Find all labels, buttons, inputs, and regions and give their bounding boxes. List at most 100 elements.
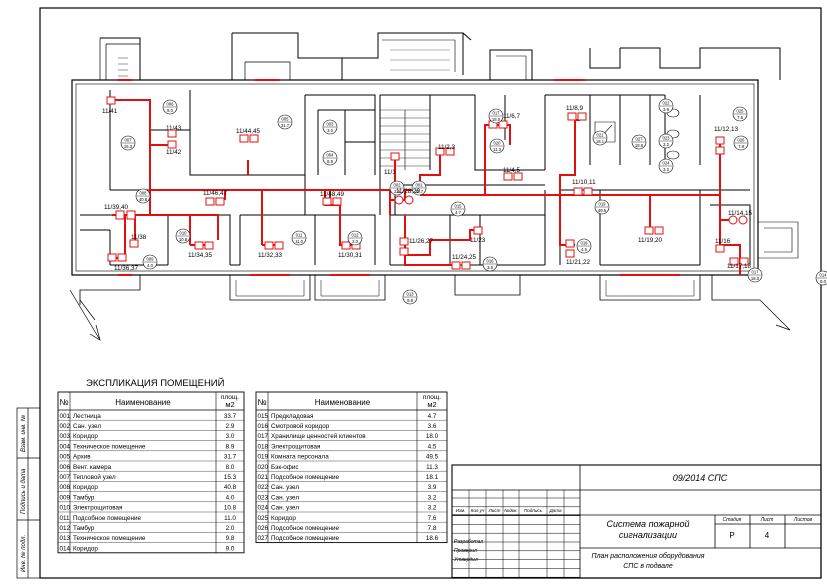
title-block bbox=[451, 464, 822, 579]
device-label: 11/14,15 bbox=[728, 210, 753, 217]
row-area: 10.8 bbox=[224, 505, 237, 512]
row-area: 7.8 bbox=[428, 525, 437, 532]
row-num: 024 bbox=[258, 505, 269, 512]
device-label: 11/44,45 bbox=[236, 128, 261, 135]
room-area: 7.8 bbox=[738, 144, 744, 149]
room-area: 3.6 bbox=[487, 265, 493, 270]
role-label: Проверил bbox=[454, 548, 477, 554]
header-area-1: площ. bbox=[221, 394, 239, 401]
room-area: 7.6 bbox=[737, 115, 743, 120]
row-num: 006 bbox=[60, 464, 71, 471]
room-area: 18.1 bbox=[596, 139, 605, 144]
room-number: 016 bbox=[487, 259, 495, 264]
role-label: Разработал bbox=[454, 539, 483, 545]
revision-header: Кол.уч bbox=[471, 508, 485, 513]
row-num: 019 bbox=[258, 454, 269, 461]
room-area: 3.9 bbox=[663, 107, 669, 112]
row-name: Архив bbox=[73, 454, 91, 461]
room-area: 3.2 bbox=[663, 167, 669, 172]
room-area: 3.2 bbox=[663, 142, 669, 147]
device-label: 11/1 bbox=[384, 169, 396, 176]
room-area: 18.6 bbox=[635, 143, 644, 148]
building-walls bbox=[69, 32, 799, 341]
room-number: 004 bbox=[327, 153, 335, 158]
device-label: 11/2,3 bbox=[438, 144, 456, 151]
row-area: 9.0 bbox=[226, 545, 235, 552]
row-name: Подсобное помещение bbox=[73, 514, 141, 522]
device-label: 11/42 bbox=[166, 149, 182, 156]
row-num: 012 bbox=[60, 525, 71, 532]
row-area: 3.9 bbox=[428, 484, 437, 491]
sheet-value: 4 bbox=[765, 531, 770, 540]
room-number: 002 bbox=[394, 183, 402, 188]
room-area: 18.0 bbox=[751, 276, 760, 281]
room-number: 012 bbox=[352, 233, 360, 238]
row-name: Техническое помещение bbox=[73, 535, 146, 542]
row-num: 020 bbox=[258, 464, 269, 471]
device-label: 11/26,27 bbox=[409, 238, 434, 245]
room-number: 011 bbox=[296, 233, 303, 238]
row-num: 022 bbox=[258, 484, 269, 491]
room-number: 019 bbox=[599, 202, 607, 207]
row-num: 005 bbox=[60, 454, 71, 461]
stage-value: Р bbox=[729, 531, 734, 540]
row-area: 40.8 bbox=[224, 484, 237, 491]
row-name: Коридор bbox=[73, 433, 98, 440]
room-number: 023 bbox=[663, 136, 671, 141]
device-label: 11/8,9 bbox=[566, 105, 584, 112]
room-number: 015 bbox=[455, 204, 463, 209]
room-number: 020 bbox=[494, 141, 502, 146]
row-num: 009 bbox=[60, 494, 71, 501]
room-number: 025 bbox=[737, 109, 745, 114]
row-name: Хранилище ценностей клиентов bbox=[271, 432, 366, 440]
room-area: 11.3 bbox=[493, 147, 502, 152]
row-name: Подсобное помещение bbox=[271, 524, 339, 532]
row-area: 4.5 bbox=[428, 443, 437, 450]
room-number: 018 bbox=[581, 241, 589, 246]
stage-header: Стадия bbox=[723, 517, 742, 523]
row-num: 013 bbox=[60, 535, 71, 542]
device-label: 11/17,18 bbox=[727, 263, 752, 270]
row-num: 010 bbox=[60, 505, 71, 512]
device-label: 11/32,33 bbox=[258, 252, 283, 259]
room-area: 3.0 bbox=[327, 128, 333, 133]
row-num: 003 bbox=[60, 433, 71, 440]
table-border bbox=[57, 391, 245, 554]
row-area: 3.2 bbox=[428, 505, 437, 512]
room-area: 4.5 bbox=[581, 247, 587, 252]
room-area: 18.0 bbox=[492, 117, 501, 122]
room-number: 003 bbox=[327, 122, 335, 127]
row-area: 3.2 bbox=[428, 494, 437, 501]
room-area: 8.9 bbox=[327, 159, 333, 164]
revision-header: №док. bbox=[504, 508, 518, 513]
row-num: 027 bbox=[258, 535, 269, 542]
device-label: 11/23 bbox=[470, 237, 486, 244]
row-num: 004 bbox=[60, 443, 71, 450]
system-title-1: Система пожарной bbox=[606, 519, 689, 529]
room-number: 021 bbox=[597, 133, 605, 138]
sheet-header: Лист bbox=[760, 517, 774, 523]
room-number: 014 bbox=[820, 273, 827, 278]
row-area: 11.3 bbox=[426, 464, 438, 471]
